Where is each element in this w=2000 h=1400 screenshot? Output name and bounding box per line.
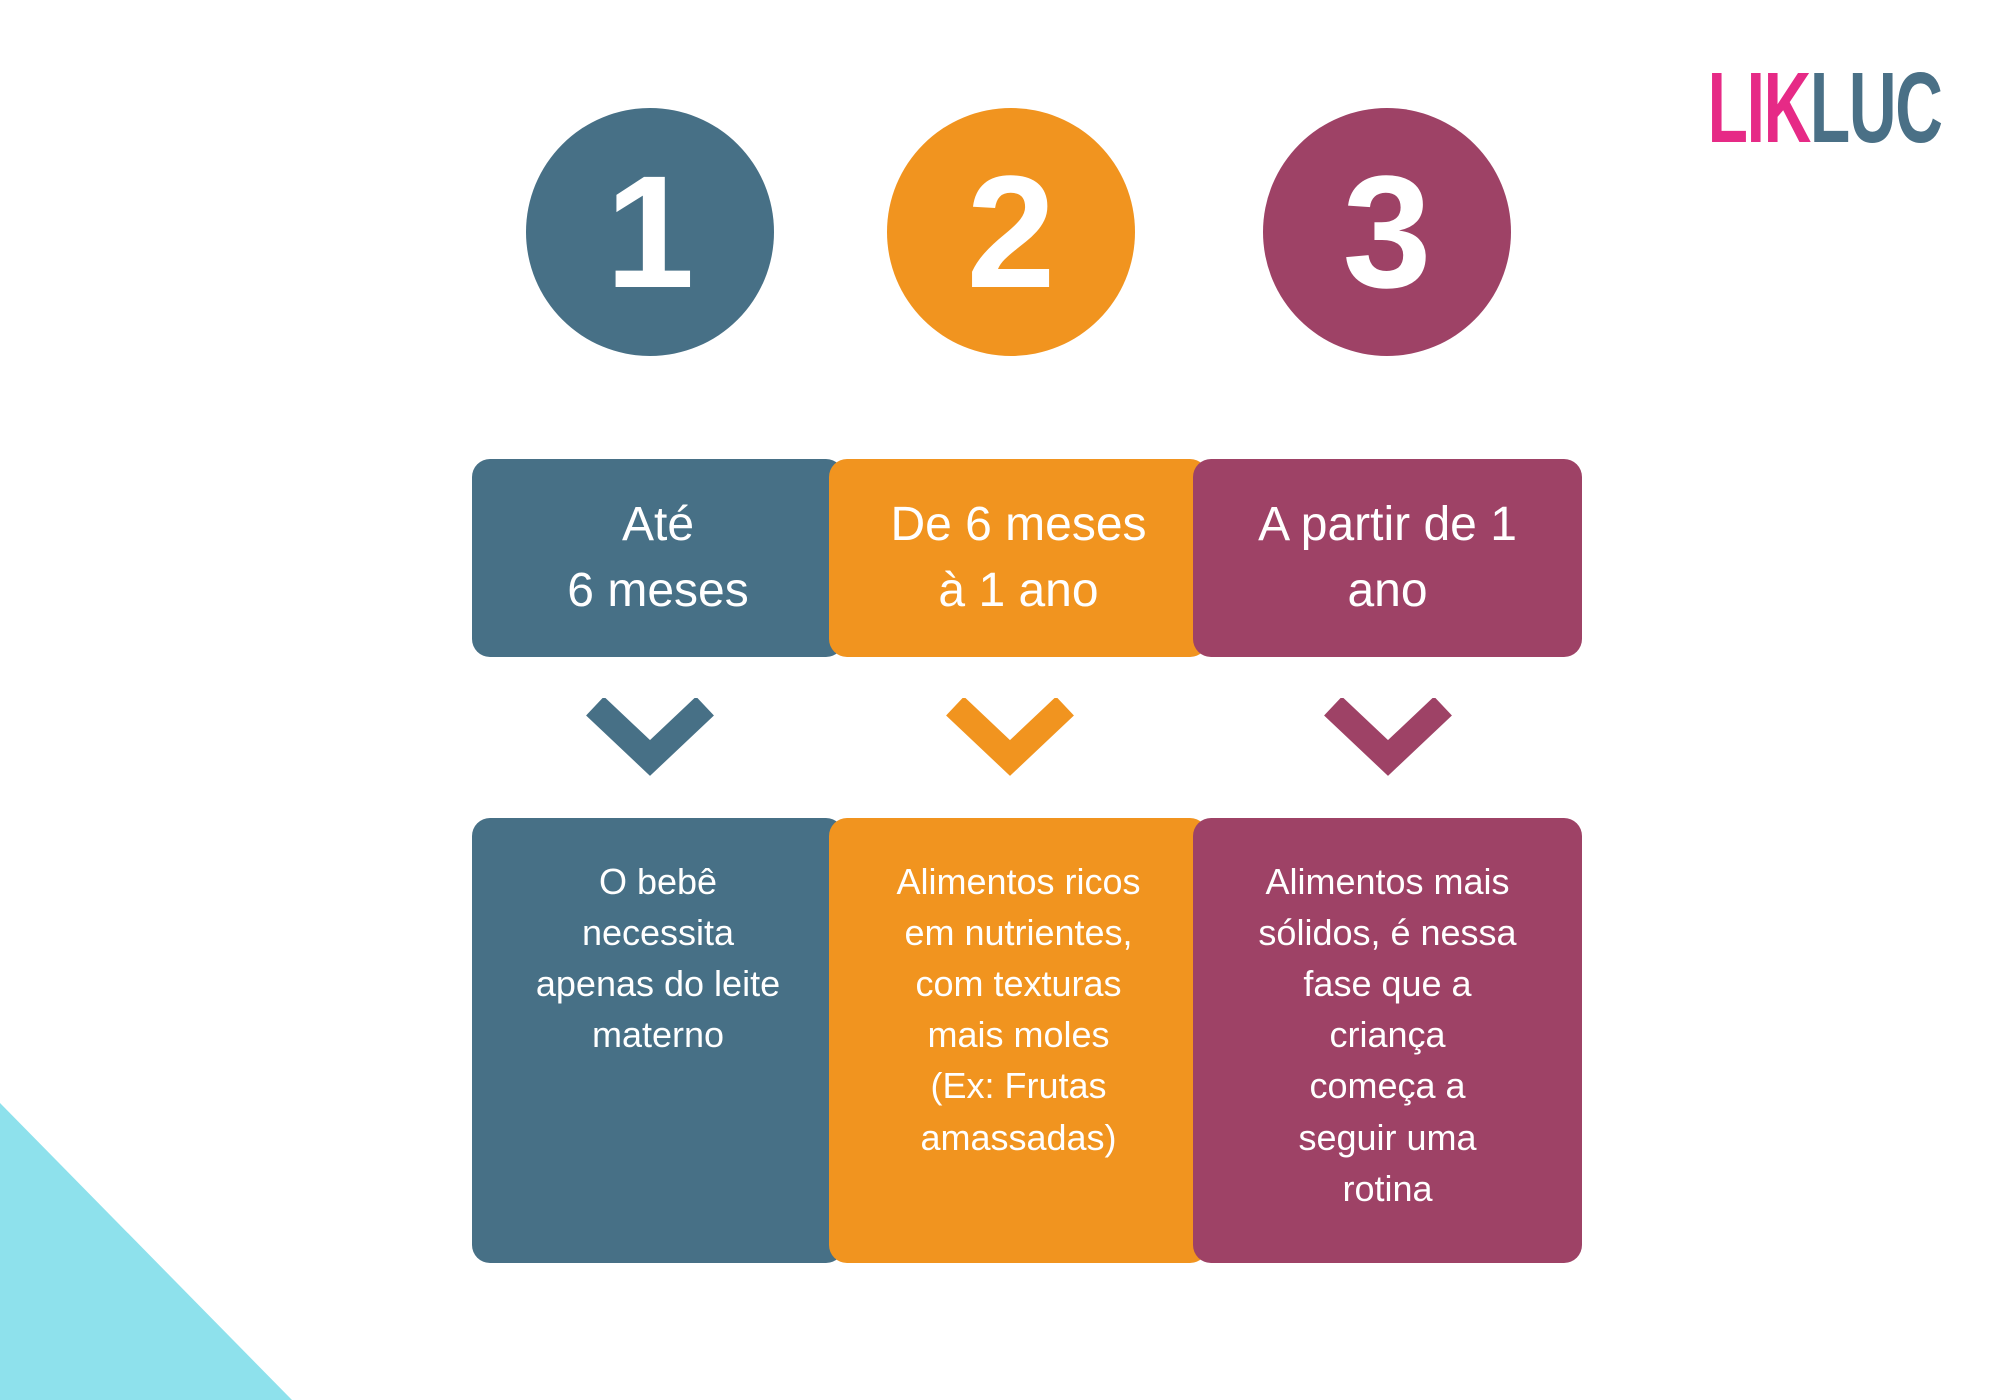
stage-2-number-circle: 2 — [887, 108, 1135, 356]
stage-1-number-circle: 1 — [526, 108, 774, 356]
stage-2-description-box: Alimentos ricos em nutrientes, com textu… — [829, 818, 1208, 1263]
logo-part-lik: LIK — [1707, 52, 1812, 164]
stage-1-chevron-down-icon — [585, 698, 715, 780]
logo-part-luc: LUC — [1810, 52, 1943, 164]
corner-triangle-decoration — [0, 1103, 292, 1400]
stage-2-number: 2 — [966, 142, 1056, 321]
stage-1-description-box: O bebê necessita apenas do leite materno — [472, 818, 844, 1263]
stage-1-number: 1 — [605, 142, 695, 321]
stage-1-header-box: Até 6 meses — [472, 459, 844, 657]
stage-2-chevron-down-icon — [945, 698, 1075, 780]
stage-3-number: 3 — [1342, 142, 1432, 321]
stage-3-description-box: Alimentos mais sólidos, é nessa fase que… — [1193, 818, 1582, 1263]
stage-2-header-box: De 6 meses à 1 ano — [829, 459, 1208, 657]
stage-3-number-circle: 3 — [1263, 108, 1511, 356]
stage-3-chevron-down-icon — [1323, 698, 1453, 780]
stage-3-header-box: A partir de 1 ano — [1193, 459, 1582, 657]
brand-logo: LIKLUC — [1708, 58, 1943, 158]
